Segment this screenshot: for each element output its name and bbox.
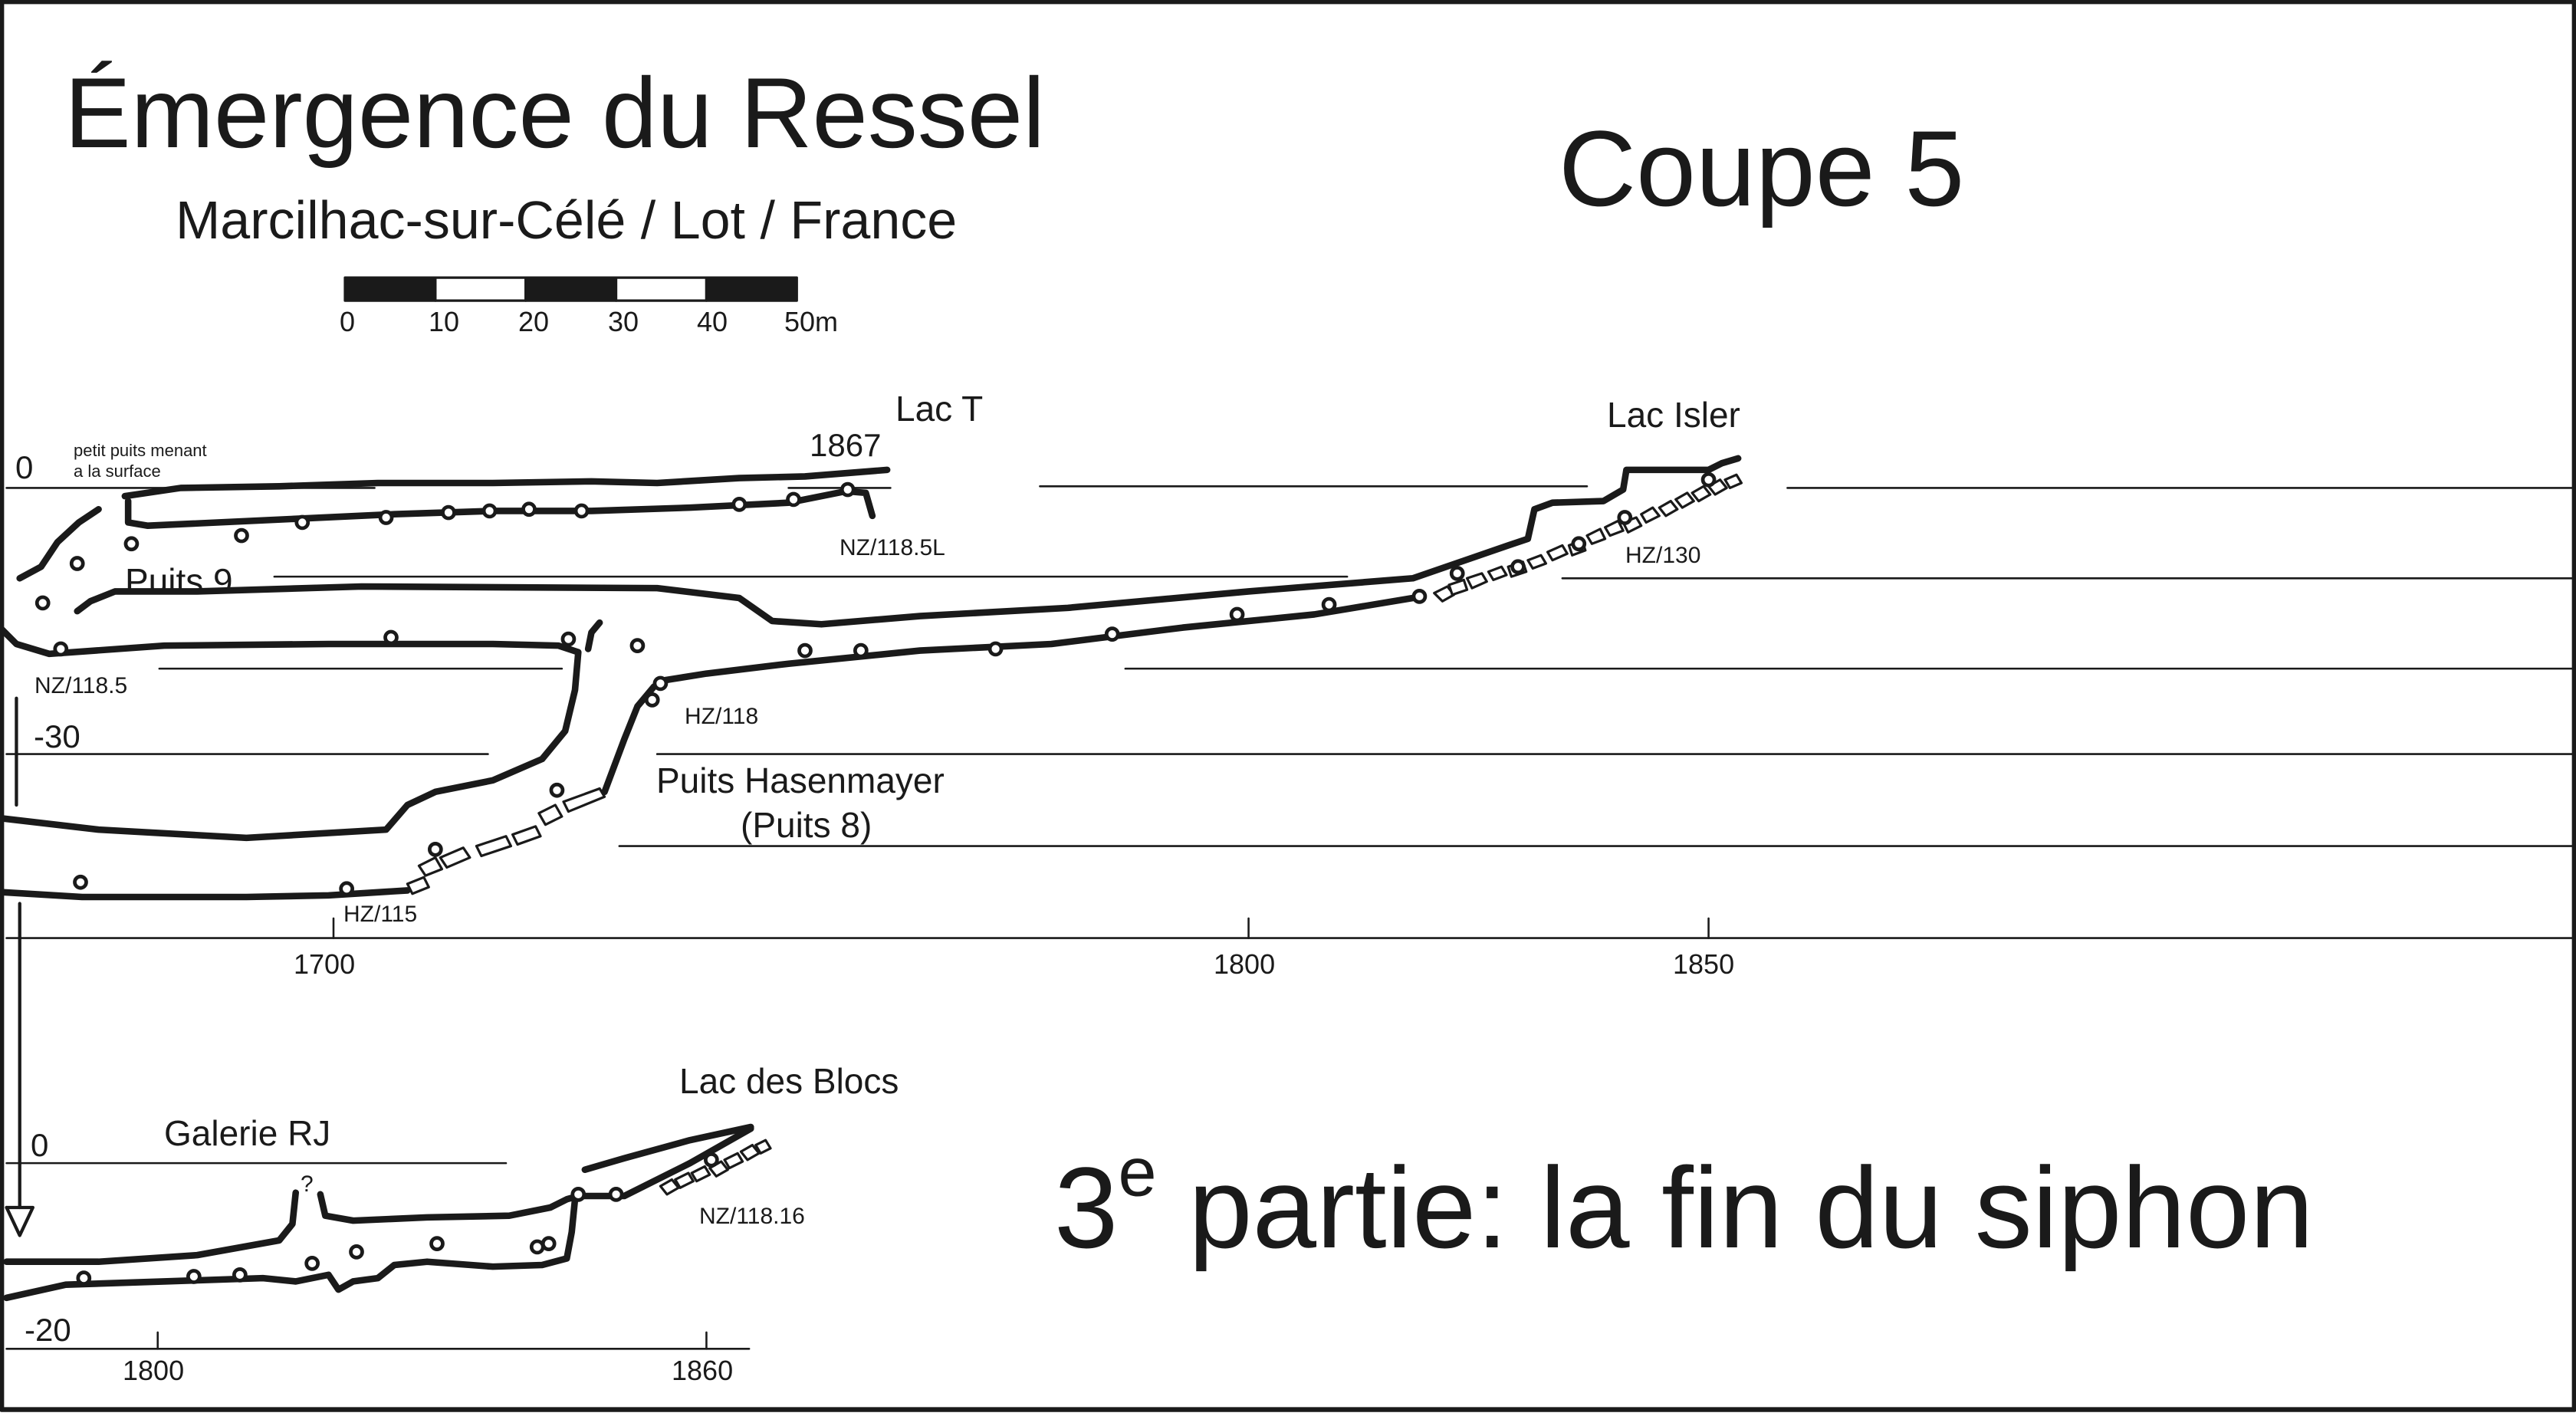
scale-label-0: 0 bbox=[340, 306, 356, 337]
gravel-lower bbox=[76, 1152, 719, 1286]
station-label-nz-118-5: NZ/118.5 bbox=[34, 673, 128, 698]
place-label-lac-t: Lac T bbox=[895, 389, 984, 429]
station-label-hz-130: HZ/130 bbox=[1625, 543, 1701, 568]
location-subtitle: Marcilhac-sur-Célé / Lot / France bbox=[176, 190, 958, 250]
depth-label-0-upper: 0 bbox=[15, 449, 34, 485]
depth-label-0-lower: 0 bbox=[31, 1127, 49, 1163]
scale-bar bbox=[343, 276, 798, 302]
cave-walls-lower bbox=[3, 1123, 754, 1302]
depth-label-minus20: -20 bbox=[25, 1312, 71, 1348]
station-label-nz-118-16: NZ/118.16 bbox=[699, 1204, 805, 1229]
place-label-puits-hasenmayer: Puits Hasenmayer bbox=[656, 761, 945, 800]
distance-label-1800: 1800 bbox=[1214, 948, 1276, 980]
reference-lines-upper bbox=[5, 485, 2576, 939]
station-label-hz-118: HZ/118 bbox=[685, 704, 759, 729]
scale-label-10: 10 bbox=[429, 306, 460, 337]
distance-label-1800-lower: 1800 bbox=[123, 1355, 185, 1386]
scale-label-20: 20 bbox=[518, 306, 550, 337]
page-title: Émergence du Ressel bbox=[64, 57, 1045, 169]
distance-label-1850: 1850 bbox=[1673, 948, 1735, 980]
gravel-upper bbox=[34, 472, 1717, 897]
scale-label-30: 30 bbox=[608, 306, 639, 337]
depth-arrow bbox=[5, 696, 34, 1237]
boulders-upper bbox=[1433, 473, 1743, 603]
annotation-petit-puits-line2: a la surface bbox=[74, 462, 161, 481]
reference-lines-lower bbox=[5, 1162, 751, 1350]
station-label-nz-118-5l: NZ/118.5L bbox=[840, 535, 945, 560]
depth-label-minus30: -30 bbox=[34, 718, 80, 754]
scale-label-40: 40 bbox=[697, 306, 728, 337]
cave-walls-upper bbox=[0, 455, 1742, 901]
place-label-galerie-rj: Galerie RJ bbox=[164, 1113, 331, 1153]
distance-ticks-upper bbox=[332, 917, 1710, 939]
annotation-1867: 1867 bbox=[810, 427, 882, 463]
boulders-hasenmayer bbox=[406, 787, 606, 895]
part-label: 3e partie: la fin du siphon bbox=[1054, 1134, 2314, 1272]
scale-label-50m: 50m bbox=[784, 306, 839, 337]
place-label-lac-isler: Lac Isler bbox=[1607, 395, 1740, 435]
place-label-puits-9: Puits 9 bbox=[125, 561, 233, 601]
place-label-lac-des-blocs: Lac des Blocs bbox=[679, 1061, 899, 1101]
annotation-question-mark: ? bbox=[301, 1171, 314, 1197]
place-label-puits-8: (Puits 8) bbox=[741, 805, 872, 845]
annotation-petit-puits-line1: petit puits menant bbox=[74, 441, 207, 460]
boulders-lower bbox=[659, 1138, 772, 1196]
distance-label-1700: 1700 bbox=[294, 948, 356, 980]
distance-label-1860: 1860 bbox=[672, 1355, 734, 1386]
station-label-hz-115: HZ/115 bbox=[343, 902, 418, 927]
section-label: Coupe 5 bbox=[1559, 108, 1965, 228]
